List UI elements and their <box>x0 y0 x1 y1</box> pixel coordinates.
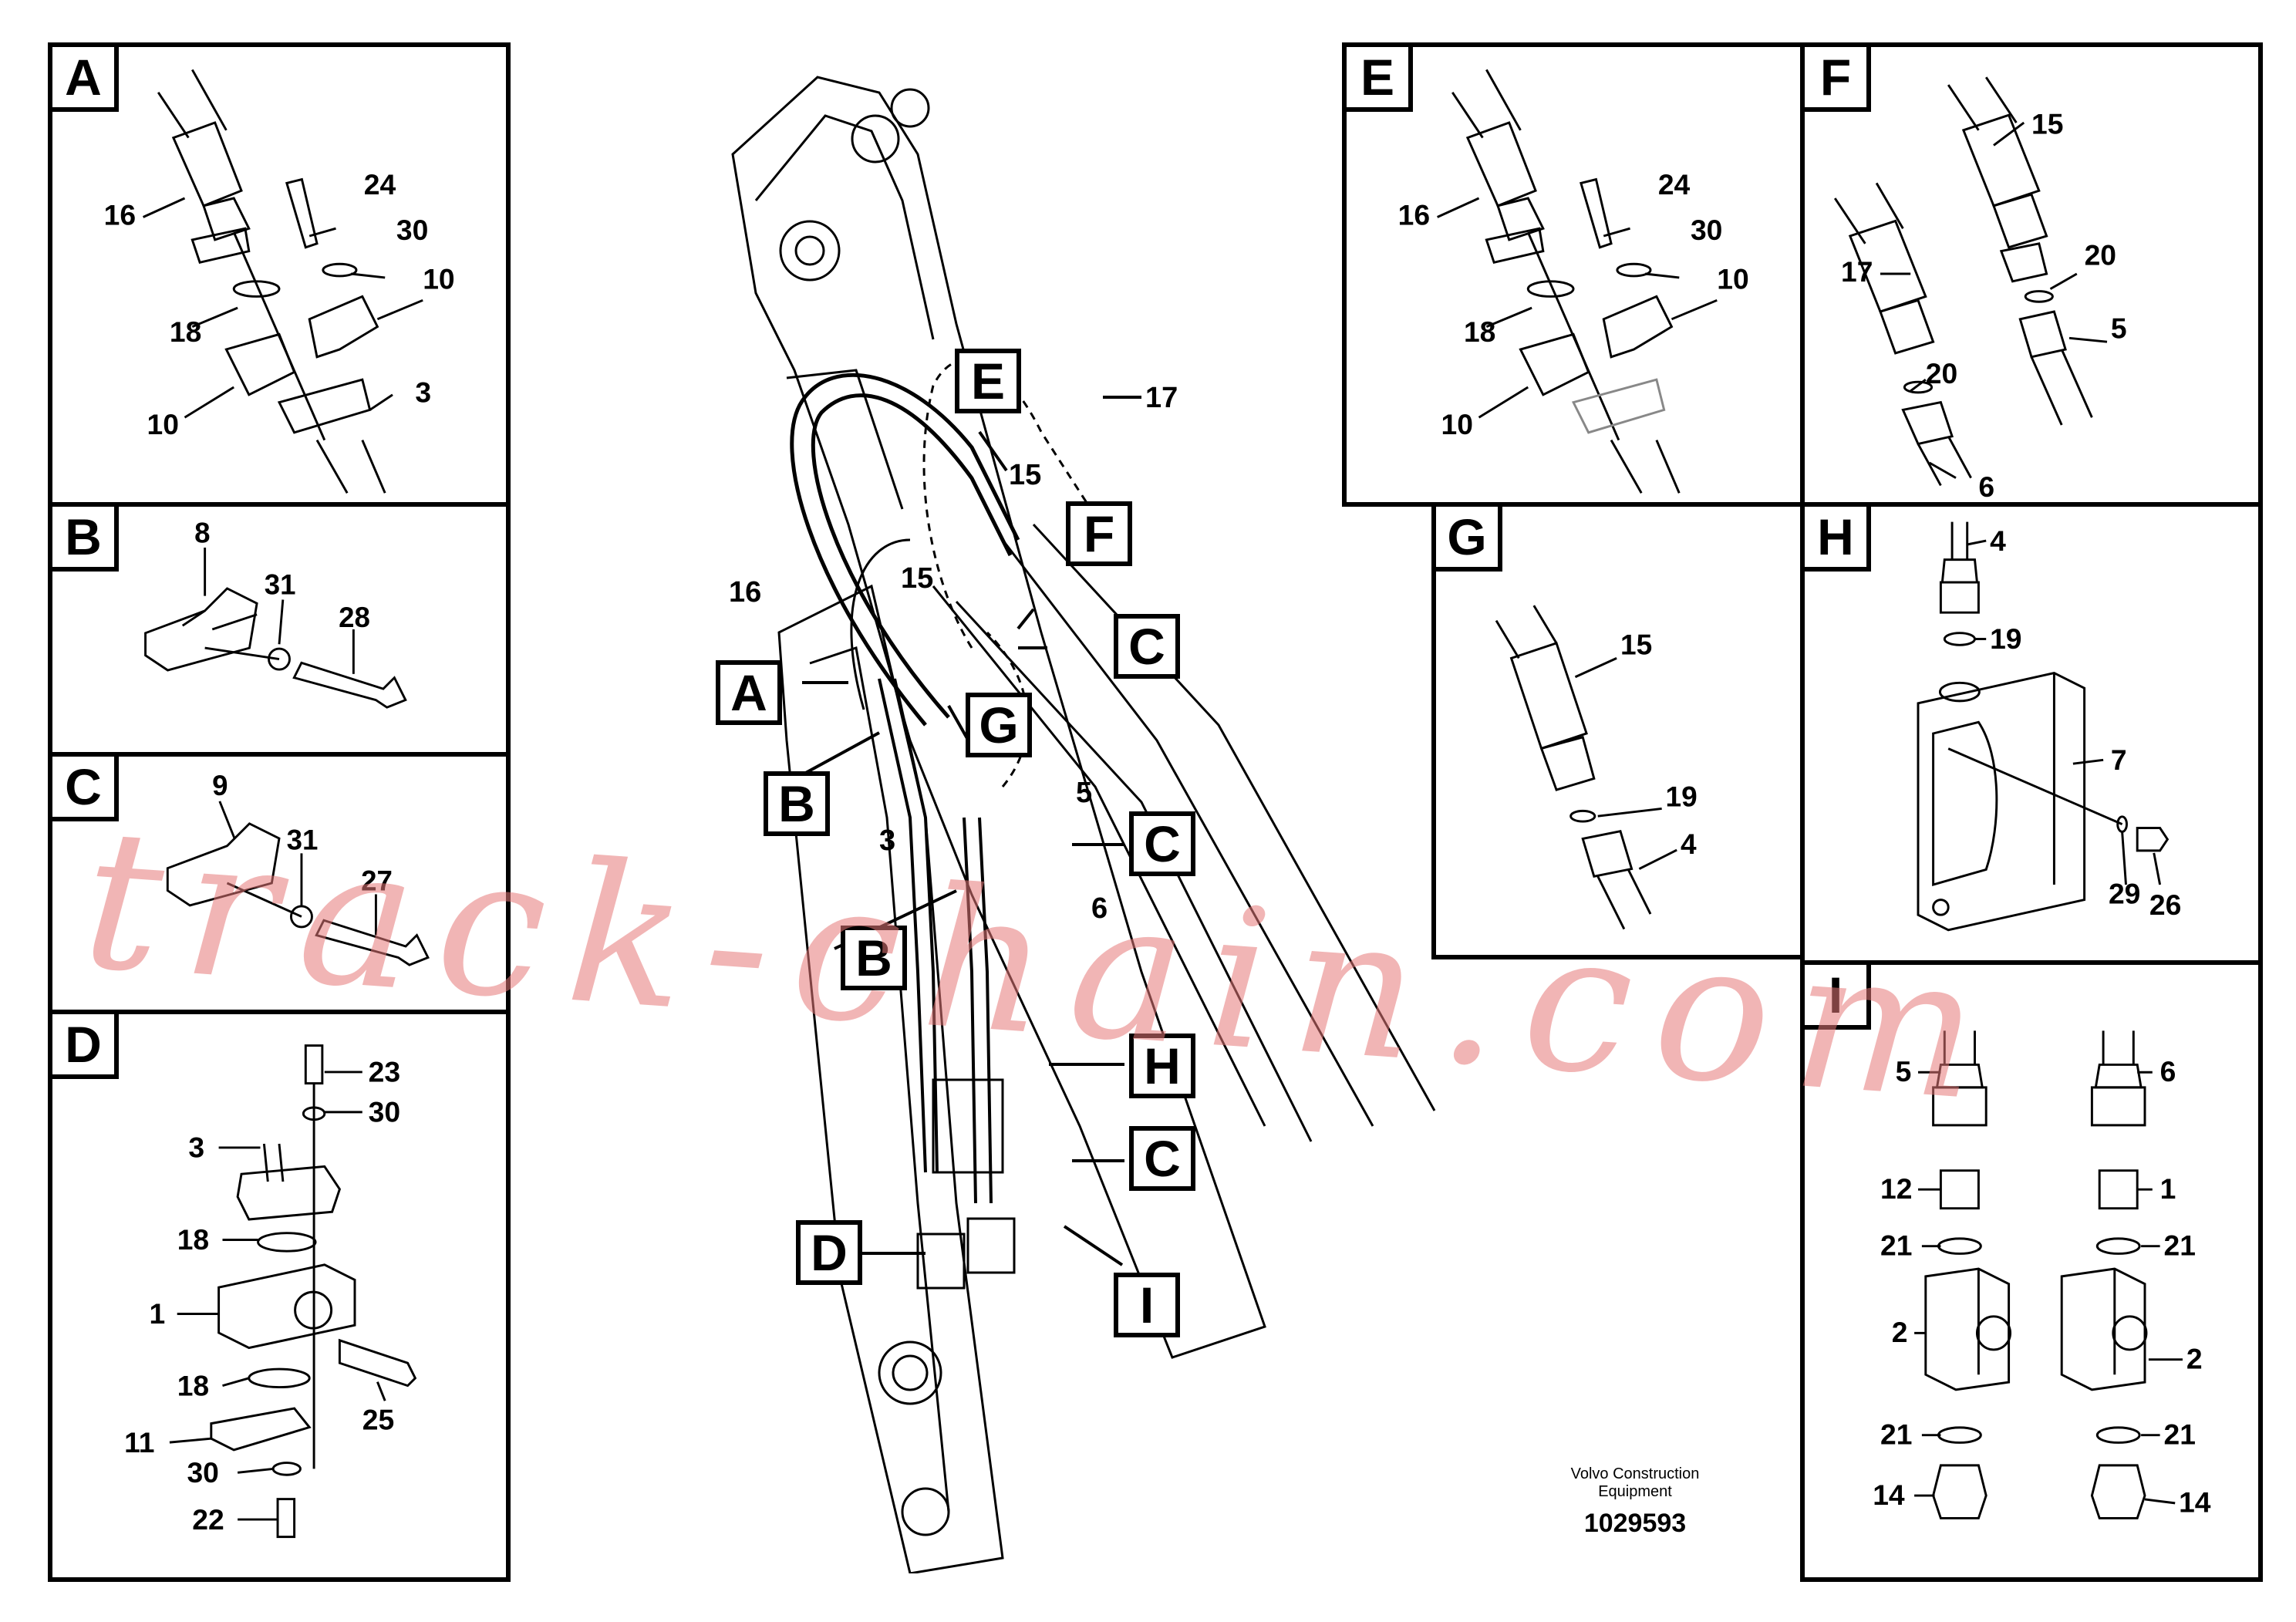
callout-C-top[interactable]: C <box>1114 614 1180 679</box>
main-label-3: 3 <box>879 824 895 857</box>
callout-B-bottom[interactable]: B <box>841 926 907 990</box>
callout-E[interactable]: E <box>955 349 1021 413</box>
panel-G-label-19: 19 <box>1666 781 1698 813</box>
panel-C-label-9: 9 <box>212 770 228 801</box>
panel-I-label-2a: 2 <box>1892 1316 1908 1348</box>
detail-panel-A: A 16 <box>48 42 511 507</box>
panel-I-label-21a: 21 <box>1880 1229 1912 1261</box>
detail-panel-E: E 16 24 <box>1342 42 1809 507</box>
panel-H-label-29: 29 <box>2109 878 2140 910</box>
panel-letter-F: F <box>1805 47 1871 112</box>
panel-letter-D: D <box>52 1014 119 1079</box>
panel-D-label-23: 23 <box>369 1056 400 1088</box>
panel-D-label-30a: 30 <box>369 1096 400 1128</box>
panel-D-label-22: 22 <box>192 1503 224 1536</box>
panel-D-label-18b: 18 <box>177 1369 209 1401</box>
panel-I-label-21c: 21 <box>1880 1418 1912 1450</box>
panel-D-label-30b: 30 <box>187 1456 218 1489</box>
panel-G-label-15: 15 <box>1620 628 1652 660</box>
panel-H-label-4: 4 <box>1990 524 2006 557</box>
panel-E-label-24: 24 <box>1658 168 1691 201</box>
panel-F-label-5: 5 <box>2111 312 2127 344</box>
panel-C-label-27: 27 <box>361 865 393 897</box>
panel-E-label-10b: 10 <box>1441 408 1473 440</box>
panel-I-label-2b: 2 <box>2186 1342 2203 1374</box>
panel-letter-H: H <box>1805 507 1871 572</box>
callout-I[interactable]: I <box>1114 1273 1180 1337</box>
panel-letter-A: A <box>52 47 119 112</box>
panel-F-label-6: 6 <box>1978 470 1994 502</box>
callout-D[interactable]: D <box>796 1220 862 1285</box>
main-label-15a: 15 <box>1009 459 1041 491</box>
detail-panel-C: C 9 31 27 <box>48 752 511 1014</box>
panel-A-label-16: 16 <box>104 198 136 231</box>
panel-letter-I: I <box>1805 965 1871 1030</box>
panel-letter-C: C <box>52 757 119 821</box>
panel-letter-E: E <box>1347 47 1413 112</box>
callout-B-top[interactable]: B <box>764 771 830 836</box>
panel-H-label-7: 7 <box>2111 744 2127 776</box>
panel-H-label-26: 26 <box>2149 889 2181 921</box>
panel-I-label-21d: 21 <box>2164 1418 2196 1450</box>
detail-panel-B: B 8 31 28 <box>48 502 511 757</box>
panel-letter-G: G <box>1436 507 1502 572</box>
panel-I-label-14a: 14 <box>1873 1479 1905 1511</box>
panel-D-label-11: 11 <box>124 1426 154 1458</box>
panel-A-label-30: 30 <box>396 214 428 246</box>
panel-I-label-21b: 21 <box>2164 1229 2196 1261</box>
panel-F-label-20b: 20 <box>1926 357 1957 389</box>
callout-G[interactable]: G <box>966 693 1032 757</box>
callout-A[interactable]: A <box>716 660 782 725</box>
panel-D-label-3: 3 <box>188 1131 204 1164</box>
callout-C-mid[interactable]: C <box>1129 811 1195 876</box>
panel-D-label-1: 1 <box>149 1297 165 1330</box>
main-label-15b: 15 <box>901 562 933 595</box>
panel-G-label-4: 4 <box>1681 828 1697 860</box>
panel-B-label-8: 8 <box>194 517 210 548</box>
panel-letter-B: B <box>52 507 119 572</box>
drawing-number: 1029593 <box>1583 1509 1687 1538</box>
panel-I-label-5: 5 <box>1896 1055 1912 1088</box>
detail-panel-H: H 4 19 <box>1800 502 2263 965</box>
panel-A-label-24: 24 <box>364 168 396 201</box>
panel-E-label-30: 30 <box>1691 214 1722 246</box>
panel-F-label-20a: 20 <box>2085 238 2116 271</box>
main-label-6: 6 <box>1091 892 1108 925</box>
panel-D-label-25: 25 <box>362 1403 394 1435</box>
detail-panel-D: D <box>48 1010 511 1582</box>
panel-B-label-31: 31 <box>265 569 296 601</box>
panel-I-label-14b: 14 <box>2179 1486 2211 1519</box>
main-label-5: 5 <box>1076 777 1092 809</box>
panel-C-label-31: 31 <box>287 824 319 856</box>
panel-D-label-18a: 18 <box>177 1223 209 1256</box>
panel-A-label-18: 18 <box>170 315 201 348</box>
detail-panel-G: G 15 19 4 <box>1431 502 1809 959</box>
boom-assembly-drawing <box>731 76 1436 1573</box>
panel-H-label-19: 19 <box>1990 622 2021 655</box>
detail-panel-I: I <box>1800 960 2263 1582</box>
panel-E-label-16: 16 <box>1398 198 1430 231</box>
panel-E-label-10a: 10 <box>1717 263 1748 295</box>
panel-F-label-17: 17 <box>1841 255 1873 288</box>
manufacturer-line-1: Volvo Construction <box>1570 1465 1700 1482</box>
panel-A-label-10b: 10 <box>147 408 179 440</box>
panel-I-label-6: 6 <box>2160 1055 2176 1088</box>
panel-A-label-10a: 10 <box>423 263 454 295</box>
detail-panel-F: F 15 <box>1800 42 2263 507</box>
panel-I-label-1: 1 <box>2160 1172 2176 1205</box>
callout-F[interactable]: F <box>1066 501 1132 566</box>
callout-H[interactable]: H <box>1129 1034 1195 1098</box>
manufacturer-caption: Volvo Construction Equipment 1029593 <box>1512 1465 1758 1539</box>
main-label-17: 17 <box>1145 382 1178 414</box>
panel-B-label-28: 28 <box>339 602 370 633</box>
panel-E-label-18: 18 <box>1464 315 1495 348</box>
panel-A-label-3: 3 <box>415 376 431 409</box>
main-label-16: 16 <box>729 576 761 609</box>
panel-F-label-15: 15 <box>2031 108 2063 140</box>
callout-C-bottom[interactable]: C <box>1129 1126 1195 1191</box>
manufacturer-line-2: Equipment <box>1598 1483 1672 1500</box>
panel-I-label-12: 12 <box>1880 1172 1912 1205</box>
